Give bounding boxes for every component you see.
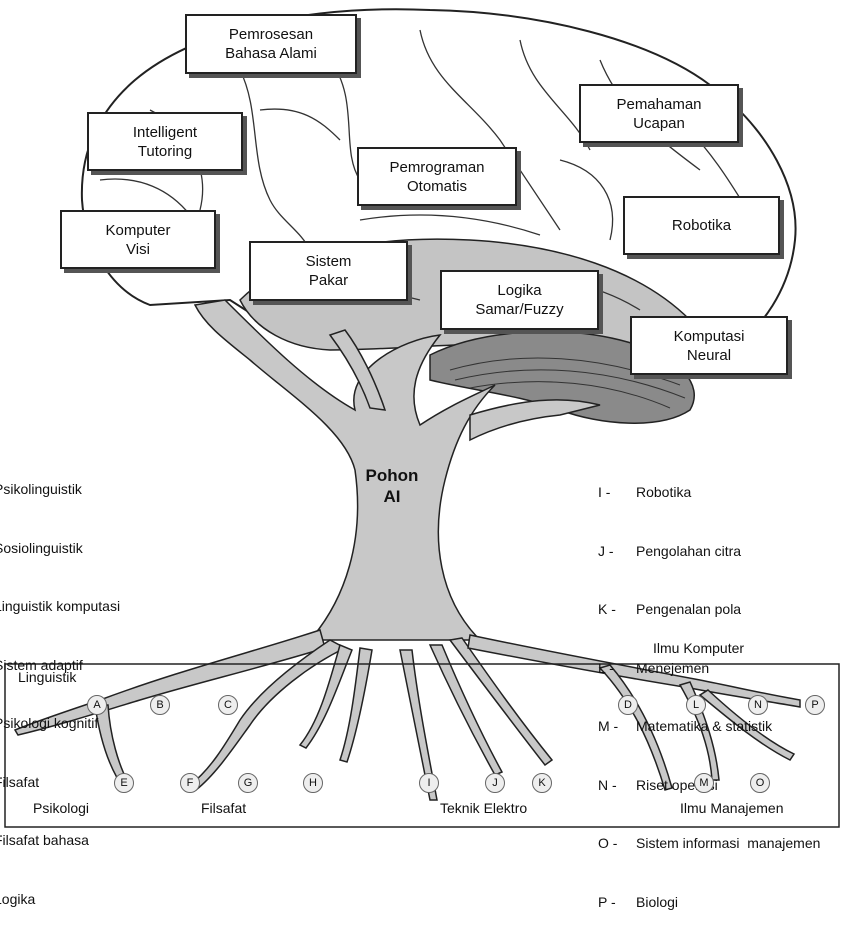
right-legend-item: N -Riset operasi (598, 776, 846, 796)
legend-text: Matematika & statistik (636, 718, 773, 734)
ground-box (4, 663, 840, 828)
trunk-label: Pohon AI (365, 466, 419, 506)
cerebellum (429, 330, 695, 424)
box-komputer-visi: Komputer Visi (60, 210, 216, 269)
root-circle-d: D (618, 695, 638, 715)
right-legend-item: J - Pengolahan citra (598, 542, 846, 562)
box-komputasi-neural: Komputasi Neural (630, 316, 788, 375)
legend-code: P - (598, 893, 616, 910)
ai-tree-diagram: Pemrosesan Bahasa Alami Intelligent Tuto… (0, 8, 846, 910)
box-pemrograman-otomatis: Pemrograman Otomatis (357, 147, 517, 206)
legend-code: O - (598, 835, 618, 851)
root-circle-g: G (238, 773, 258, 793)
legend-text: Pengenalan pola (636, 601, 742, 617)
left-legend-item: Filsafat (0, 773, 40, 790)
legend-text: Biologi (636, 893, 679, 910)
left-legend-item: Sosiolinguistik (0, 539, 83, 556)
box-sistem-pakar: Sistem Pakar (249, 241, 408, 301)
label-psikologi: Psikologi (33, 800, 90, 816)
legend-code: L - (598, 659, 614, 676)
root-circle-j: J (485, 773, 505, 793)
root-circle-f: F (180, 773, 200, 793)
root-circle-c: C (218, 695, 238, 715)
left-legend-item: Logika (0, 890, 36, 907)
legend-text: Robotika (636, 484, 692, 500)
root-circle-m: M (694, 773, 714, 793)
box-pemahaman-ucapan: Pemahaman Ucapan (579, 84, 739, 143)
left-legend-item: Psikologi kognitif (0, 715, 99, 731)
root-circle-e: E (114, 773, 134, 793)
right-legend-item: L - Menejemen (598, 659, 846, 679)
right-legend-item: I - Robotika (598, 483, 846, 503)
legend-code: I - (598, 484, 611, 500)
root-circle-a: A (87, 695, 107, 715)
root-circle-l: L (686, 695, 706, 715)
legend-code: N - (598, 776, 617, 793)
legend-text: Menejemen (636, 659, 710, 676)
box-pemrosesan-bahasa-alami: Pemrosesan Bahasa Alami (185, 14, 357, 74)
label-teknik-elektro: Teknik Elektro (440, 800, 528, 816)
box-logika-samar-fuzzy: Logika Samar/Fuzzy (440, 270, 599, 330)
right-legend-item: O - Sistem informasi manajemen (598, 834, 846, 854)
right-legend-item: P - Biologi (598, 893, 846, 913)
label-ilmu-manajemen: Ilmu Manajemen (680, 800, 784, 816)
root-circle-o: O (750, 773, 770, 793)
legend-code: M - (598, 718, 619, 734)
root-circle-n: N (748, 695, 768, 715)
left-legend: Psikolinguistik Sosiolinguistik Linguist… (0, 441, 120, 948)
label-filsafat: Filsafat (201, 800, 247, 816)
legend-text: Pengolahan citra (636, 542, 742, 559)
left-legend-item: Sistem adaptif (0, 656, 83, 673)
left-legend-item: Psikolinguistik (0, 481, 82, 497)
label-linguistik: Linguistik (18, 669, 77, 685)
label-ilmu-komputer: Ilmu Komputer (653, 640, 745, 656)
left-legend-item: Linguistik komputasi (0, 598, 121, 614)
legend-code: K - (598, 601, 616, 617)
box-intelligent-tutoring: Intelligent Tutoring (87, 112, 243, 171)
root-circle-p: P (805, 695, 825, 715)
root-circle-k: K (532, 773, 552, 793)
root-circle-b: B (150, 695, 170, 715)
left-legend-item: Filsafat bahasa (0, 832, 89, 848)
legend-text: Sistem informasi manajemen (636, 835, 821, 851)
box-robotika: Robotika (623, 196, 780, 255)
root-circle-i: I (419, 773, 439, 793)
root-circle-h: H (303, 773, 323, 793)
right-legend-item: K - Pengenalan pola (598, 600, 846, 620)
legend-code: J - (598, 542, 614, 559)
right-legend-item: M - Matematika & statistik (598, 717, 846, 737)
